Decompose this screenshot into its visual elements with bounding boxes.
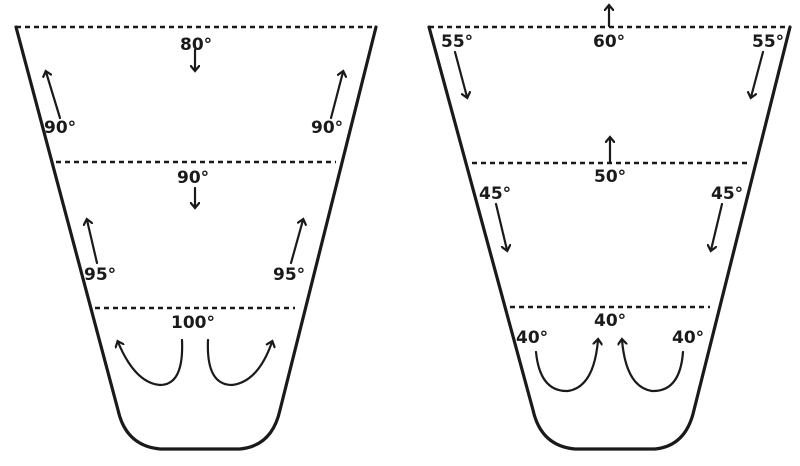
temp-label: 40°	[594, 311, 626, 331]
left-vessel: 80° 90° 90° 90° 95° 95° 100°	[14, 25, 378, 451]
temp-label: 95°	[273, 265, 305, 285]
temp-label: 90°	[44, 118, 76, 138]
temp-label: 40°	[516, 328, 548, 348]
right-vessel: 55° 60° 55° 50° 45° 45° 40° 40° 40°	[427, 6, 792, 451]
up-arrow-icon	[289, 220, 303, 265]
temp-label: 60°	[593, 32, 625, 52]
temp-label: 80°	[180, 35, 212, 55]
convection-arrow-icon	[534, 340, 598, 393]
temp-label: 100°	[171, 313, 215, 333]
up-arrow-icon	[329, 72, 343, 120]
temp-label: 50°	[594, 167, 626, 187]
temp-label: 40°	[672, 328, 704, 348]
down-arrow-icon	[494, 202, 507, 250]
up-arrow-icon	[46, 72, 62, 120]
temp-label: 90°	[177, 168, 209, 188]
convection-arrow-icon	[622, 340, 685, 393]
right-vessel-outline	[427, 25, 792, 451]
temp-label: 45°	[711, 184, 743, 204]
temp-label: 45°	[479, 184, 511, 204]
temp-label: 95°	[84, 265, 116, 285]
convection-arrow-icon	[118, 338, 184, 387]
down-arrow-icon	[453, 50, 467, 97]
up-arrow-icon	[87, 220, 99, 265]
temp-label: 55°	[752, 32, 784, 52]
temp-label: 55°	[441, 32, 473, 52]
down-arrow-icon	[711, 202, 724, 250]
temp-label: 90°	[311, 118, 343, 138]
left-vessel-outline	[14, 25, 378, 451]
down-arrow-icon	[751, 50, 765, 97]
convection-arrow-icon	[206, 338, 272, 387]
